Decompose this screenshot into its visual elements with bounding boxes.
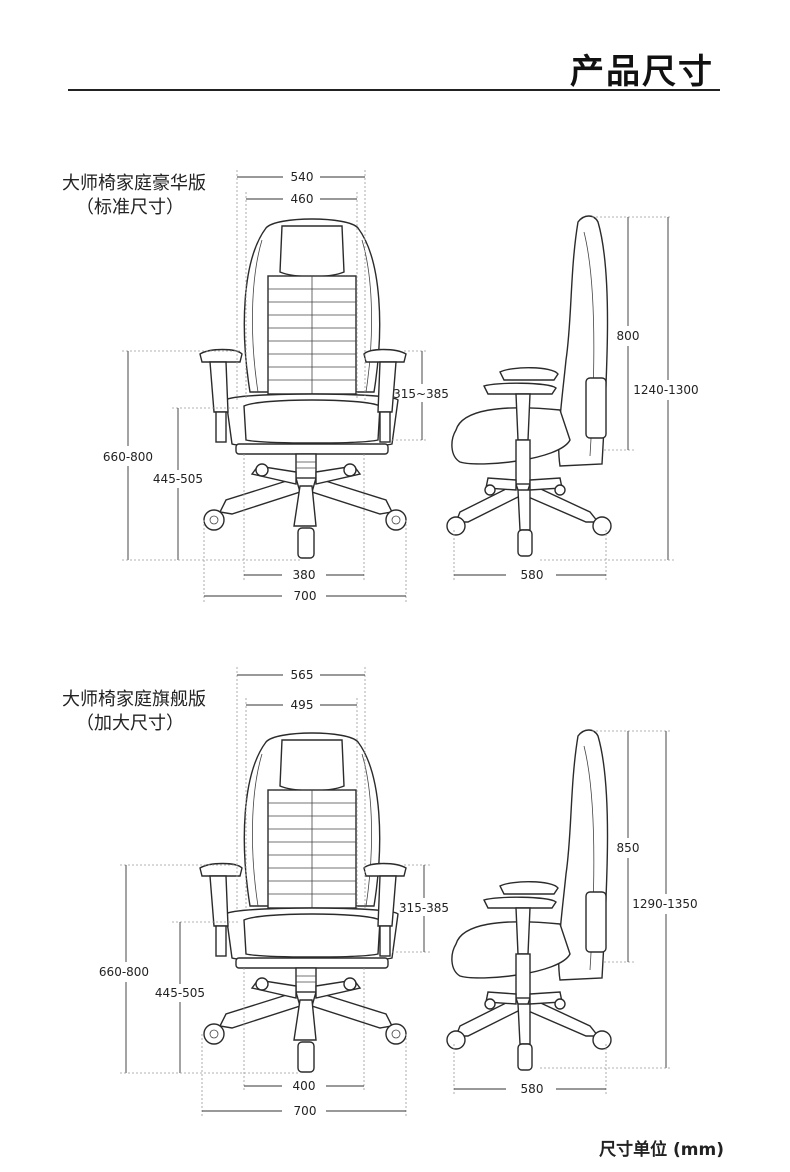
dim-armrest-height: 660-800 bbox=[99, 965, 149, 979]
dim-back-height: 850 bbox=[617, 841, 640, 855]
dim-total-height: 1290-1350 bbox=[632, 897, 697, 911]
dim-depth: 580 bbox=[521, 568, 544, 582]
model-1-name: 大师椅家庭豪华版 bbox=[62, 173, 206, 194]
dim-armrest-height: 660-800 bbox=[103, 450, 153, 464]
dim-seat-width: 400 bbox=[293, 1079, 316, 1093]
model-2-name: 大师椅家庭旗舰版 bbox=[62, 689, 206, 710]
dim-armrest-adjust: 315-385 bbox=[399, 901, 449, 915]
dim-back-height: 800 bbox=[617, 329, 640, 343]
model-2-side-view bbox=[446, 729, 612, 1071]
dim-base-width: 700 bbox=[294, 589, 317, 603]
dim-base-width: 700 bbox=[294, 1104, 317, 1118]
dim-depth: 580 bbox=[521, 1082, 544, 1096]
unit-note: 尺寸单位 (mm) bbox=[599, 1140, 724, 1160]
model-2-subtitle: （加大尺寸） bbox=[76, 713, 184, 734]
dim-overall-width: 565 bbox=[291, 668, 314, 682]
dim-back-width: 495 bbox=[291, 698, 314, 712]
dim-seat-height: 445-505 bbox=[153, 472, 203, 486]
dim-seat-width: 380 bbox=[293, 568, 316, 582]
dim-armrest-adjust: 315~385 bbox=[393, 387, 449, 401]
dim-back-width: 460 bbox=[291, 192, 314, 206]
model-1-subtitle: （标准尺寸） bbox=[76, 197, 184, 218]
model-1-diagram: 540 460 660-800 445-505 315~385 380 700 … bbox=[103, 170, 699, 603]
page-title: 产品尺寸 bbox=[570, 52, 714, 92]
title-underline bbox=[68, 89, 720, 91]
dim-total-height: 1240-1300 bbox=[633, 383, 698, 397]
dim-seat-height: 445-505 bbox=[155, 986, 205, 1000]
dim-overall-width: 540 bbox=[291, 170, 314, 184]
model-2-diagram: 565 495 660-800 445-505 315-385 400 700 … bbox=[99, 667, 698, 1118]
model-2-front-view bbox=[199, 732, 407, 1073]
